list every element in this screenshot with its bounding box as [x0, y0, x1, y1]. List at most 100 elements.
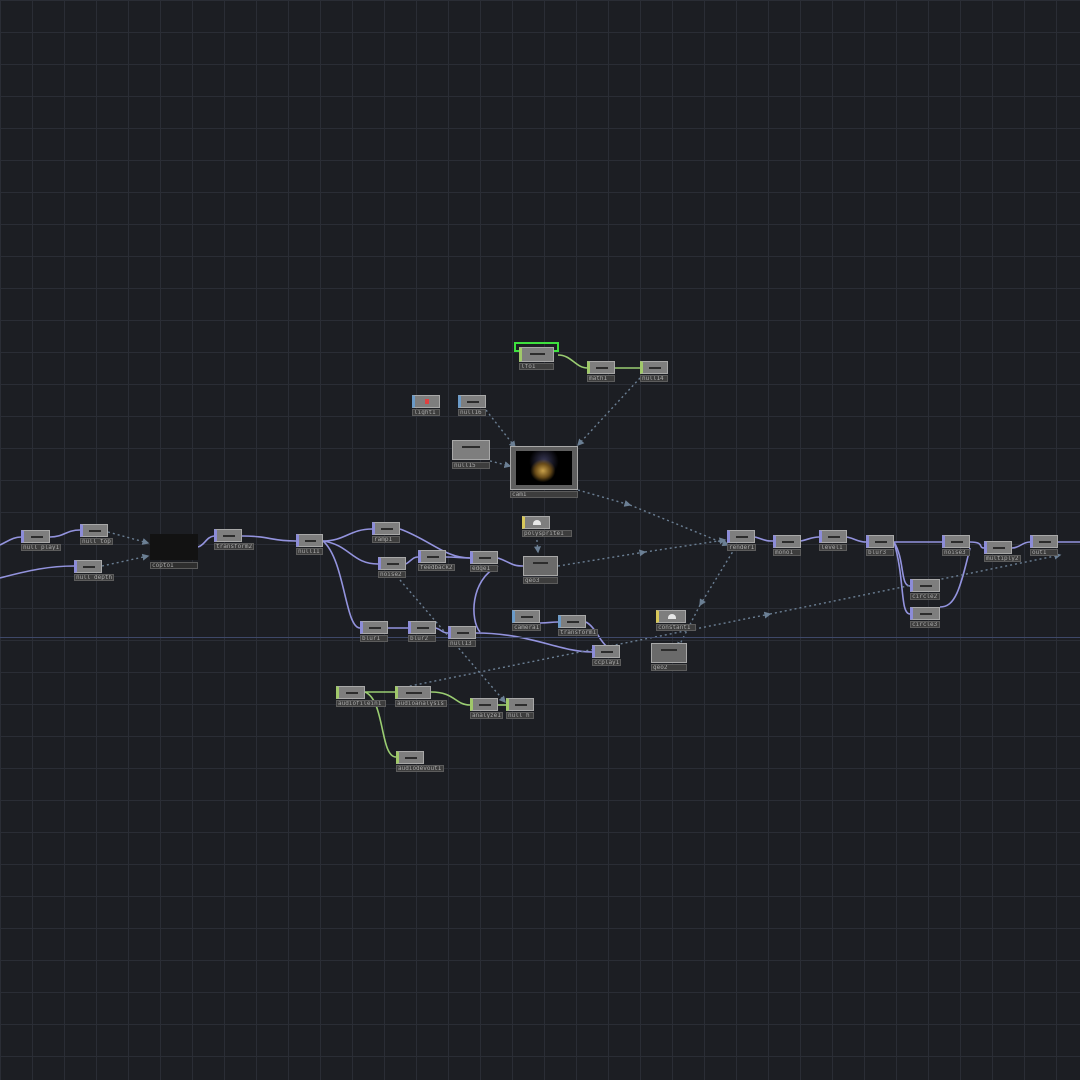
wire [893, 541, 911, 615]
wire [557, 354, 589, 369]
node-label: blur3 [866, 549, 894, 556]
node-label: null_depth [74, 574, 115, 581]
wire [969, 541, 985, 549]
node-viewer [512, 610, 540, 623]
node-label: audiofilein1 [336, 700, 386, 707]
node-viewer [296, 534, 323, 547]
node-label: feedback2 [418, 564, 455, 571]
node-viewer [523, 556, 558, 576]
wire [473, 565, 499, 633]
node-viewer [452, 440, 490, 460]
wire [322, 540, 379, 565]
node-viewer [656, 610, 686, 623]
node-viewer [378, 557, 406, 570]
wire [939, 547, 971, 608]
node-label: null16 [458, 409, 486, 416]
node-label: lfo1 [519, 363, 554, 370]
reference-wire [577, 489, 632, 507]
node-label: level1 [819, 544, 847, 551]
wire [445, 556, 471, 559]
node-viewer [470, 551, 498, 564]
node-viewer [74, 560, 102, 573]
node-label: audioanalysis [395, 700, 447, 707]
node-label: multiply2 [984, 555, 1021, 562]
node-label: polysprite1 [522, 530, 572, 537]
node-label: noise3 [942, 549, 970, 556]
node-viewer [21, 530, 50, 543]
reference-wire [629, 504, 730, 547]
node-viewer [522, 516, 550, 529]
node-label: circle3 [910, 621, 940, 628]
wire [405, 556, 419, 565]
reference-wire [489, 460, 512, 469]
node-viewer [506, 698, 534, 711]
wire [539, 621, 559, 624]
node-viewer [592, 645, 620, 658]
reference-wire [485, 409, 516, 449]
node-viewer [372, 522, 400, 535]
wire [241, 535, 297, 542]
node-viewer [150, 534, 198, 560]
node-viewer [80, 524, 108, 537]
node-viewer [819, 530, 847, 543]
node-viewer [395, 686, 431, 699]
node-label: null14 [640, 375, 668, 382]
node-label: edge1 [470, 565, 498, 572]
render-preview-image [516, 451, 572, 485]
wire [754, 536, 774, 542]
wire [49, 529, 81, 538]
node-viewer [510, 446, 578, 490]
node-viewer [942, 535, 970, 548]
node-viewer [1030, 535, 1058, 548]
node-label: mono1 [773, 549, 801, 556]
node-label: camera1 [512, 624, 542, 631]
wire [0, 565, 75, 579]
node-label: cam1 [510, 491, 578, 498]
reference-wire [101, 553, 150, 567]
node-viewer [458, 395, 486, 408]
node-label: null_play1 [21, 544, 62, 551]
reference-wire [577, 377, 641, 447]
node-label: null13 [448, 640, 476, 647]
node-label: constant1 [656, 624, 696, 631]
node-label: ramp1 [372, 536, 400, 543]
node-viewer [412, 395, 440, 408]
node-label: circle2 [910, 593, 940, 600]
wire [893, 541, 911, 587]
node-viewer [587, 361, 615, 374]
node-label: null15 [452, 462, 490, 469]
node-viewer [408, 621, 436, 634]
node-label: blur1 [360, 635, 388, 642]
node-viewer [727, 530, 755, 543]
wire [497, 557, 524, 567]
wire [435, 627, 449, 634]
node-label: out1 [1030, 549, 1058, 556]
node-label: math1 [587, 375, 615, 382]
node-label: blur2 [408, 635, 436, 642]
node-viewer [336, 686, 365, 699]
wire [322, 528, 373, 542]
node-viewer [910, 579, 940, 592]
node-viewer [651, 643, 687, 663]
reference-wire [557, 549, 647, 567]
node-label: render1 [727, 544, 757, 551]
reference-wire [699, 547, 736, 607]
node-viewer [214, 529, 242, 542]
node-label: null11 [296, 548, 323, 555]
reference-wire [644, 537, 727, 553]
node-label: noise2 [378, 571, 406, 578]
node-viewer [984, 541, 1012, 554]
wire [1011, 541, 1031, 549]
wire [322, 540, 361, 629]
node-viewer [910, 607, 940, 620]
node-label: geo3 [523, 577, 558, 584]
node-label: analyze1 [470, 712, 503, 719]
node-label: ccplay1 [592, 659, 622, 666]
node-viewer [866, 535, 894, 548]
node-viewer [519, 347, 554, 362]
node-viewer [773, 535, 801, 548]
node-viewer [558, 615, 586, 628]
wire [0, 536, 22, 546]
wire [197, 535, 215, 548]
